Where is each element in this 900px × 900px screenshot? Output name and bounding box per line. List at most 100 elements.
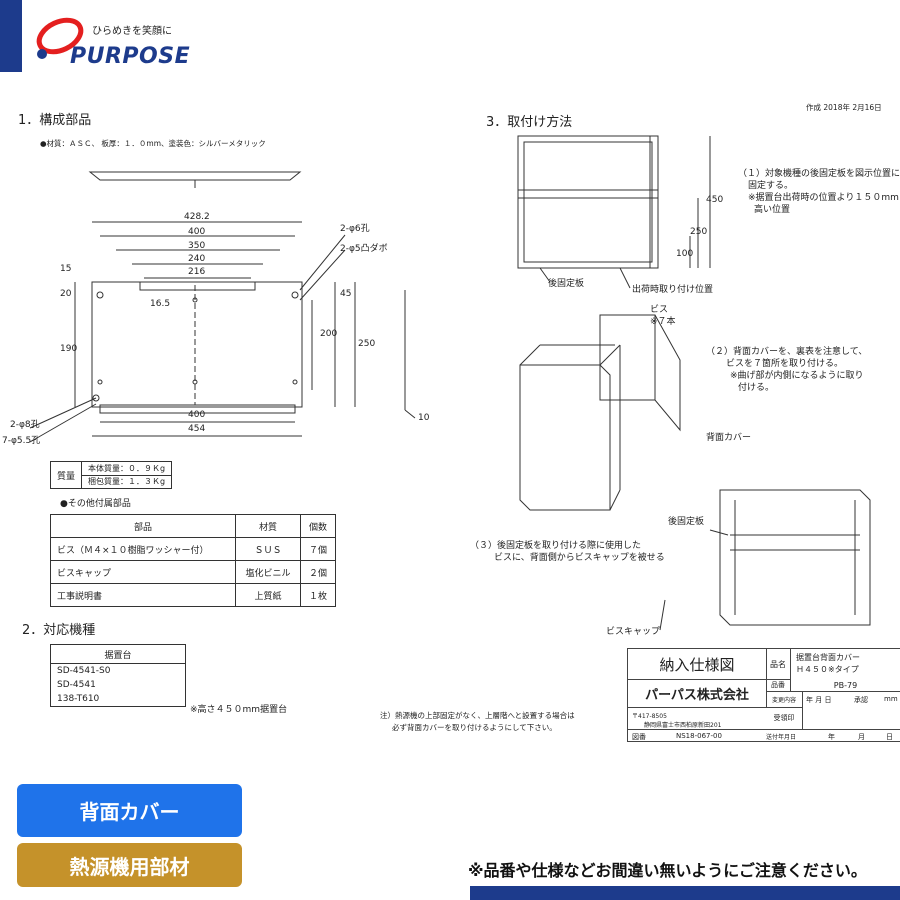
dim-350: 350 — [188, 241, 206, 251]
model-item: SD-4541 — [50, 678, 186, 692]
accessories-heading: ●その他付属部品 — [60, 499, 131, 509]
receipt-label: 受領印 — [766, 707, 803, 730]
section3-title: 3．取付け方法 — [486, 115, 573, 130]
step2c: ※曲げ部が内側になるように取り — [730, 371, 864, 381]
col-material: 材質 — [234, 514, 302, 538]
address-1: 〒417-8505 — [632, 713, 667, 720]
part-drawing — [29, 171, 416, 443]
label-rear-plate: 後固定板 — [548, 279, 585, 289]
month-label: 月 — [858, 733, 865, 741]
col-part: 部品 — [50, 514, 236, 538]
step1: （１）対象機種の後固定板を図示位置に — [738, 169, 900, 179]
brand-bar — [0, 0, 22, 72]
hole-5: 2-φ5凸ダボ — [340, 244, 388, 254]
unit-label: mm — [884, 695, 898, 703]
hole-5-5: 7-φ5.5孔 — [2, 436, 41, 446]
title-block: 納入仕様図 品名 据置台背面カバー Ｈ４５０※タイプ パーパス株式会社 品番 P… — [627, 648, 900, 742]
product-code: PB-79 — [790, 679, 900, 692]
dim-200: 200 — [320, 329, 338, 339]
label-screw-cap: ビスキャップ — [606, 627, 661, 637]
brand-name: PURPOSE — [70, 44, 191, 69]
dim-10: 10 — [418, 413, 430, 423]
dim-400-bottom: 400 — [188, 410, 206, 420]
step3b: ビスに、背面側からビスキャップを被せる — [494, 553, 665, 563]
approver-label: 承認 — [854, 696, 868, 704]
table-row: ビス（Ｍ４×１０樹脂ワッシャー付） ＳＵＳ ７個 — [50, 537, 336, 561]
dim-45: 45 — [340, 289, 352, 299]
accessories-header-row: 部品 材質 個数 — [50, 514, 336, 538]
date-label: 年 月 日 — [806, 696, 832, 704]
table-row: ビスキャップ 塩化ビニル ２個 — [50, 560, 336, 584]
step1c: ※据置台出荷時の位置より１５０mm — [748, 193, 899, 203]
dim-190: 190 — [60, 344, 78, 354]
mass-body: 本体質量：０．９Ｋg — [81, 461, 173, 476]
label-back-cover: 背面カバー — [706, 433, 752, 443]
drawing-date: 作成 2018年 2月16日 — [806, 103, 882, 112]
step1b: 固定する。 — [748, 181, 794, 191]
dim-250-install: 250 — [690, 227, 708, 237]
drawing-number: NS18-067-00 — [676, 732, 722, 740]
table-cell: 塩化ビニル — [234, 560, 302, 584]
table-row: 工事説明書 上質紙 １枚 — [50, 583, 336, 607]
step2d: 付ける。 — [738, 383, 775, 393]
label-rear-plate-2: 後固定板 — [668, 517, 705, 527]
drawing-number-row: 図番 NS18-067-00 送付年月日 年 月 日 — [628, 729, 900, 742]
model-item: 138-T610 — [50, 692, 186, 707]
table-cell: １枚 — [300, 583, 336, 607]
table-cell: 上質紙 — [234, 583, 302, 607]
address-2: 静岡県富士市西柏原新田201 — [644, 722, 722, 729]
brand-tagline: ひらめきを笑顔に — [92, 26, 172, 37]
models-header: 据置台 — [50, 644, 186, 664]
models-note: ※高さ４５０mm据置台 — [190, 705, 288, 715]
dim-240: 240 — [188, 254, 206, 264]
step3: （３）後固定板を取り付ける際に使用した — [470, 541, 642, 551]
company-name: パーパス株式会社 — [628, 679, 767, 708]
dim-428: 428.2 — [184, 212, 210, 222]
table-cell: ＳＵＳ — [234, 537, 302, 561]
label-factory-position: 出荷時取り付け位置 — [632, 285, 714, 295]
mass-pack: 梱包質量：１．３Ｋg — [81, 474, 173, 489]
send-date-label: 送付年月日 — [766, 734, 797, 741]
material-spec: ●材質：ＡＳＣ、 板厚：１．０mm、塗装色：シルバーメタリック — [40, 139, 266, 148]
models-table: 据置台 SD-4541-S0 SD-4541 138-T610 — [50, 644, 186, 707]
purpose-logo-icon — [36, 17, 84, 59]
install-note-2: 必ず背面カバーを取り付けるようにして下さい。 — [392, 723, 557, 732]
category-badge: 熱源機用部材 — [17, 843, 242, 887]
section2-title: 2．対応機種 — [22, 623, 96, 638]
product-name-2: Ｈ４５０※タイプ — [796, 665, 859, 674]
drawing-title: 納入仕様図 — [628, 649, 767, 680]
hole-6: 2-φ6孔 — [340, 224, 370, 234]
step2b: ビスを７箇所を取り付ける。 — [726, 359, 844, 369]
label-screw-qty: ※７本 — [650, 317, 676, 327]
name-label: 品名 — [766, 649, 791, 680]
mass-table: 質量 本体質量：０．９Ｋg 梱包質量：１．３Ｋg — [49, 461, 173, 489]
back-cover-badge: 背面カバー — [17, 784, 242, 837]
dim-20: 20 — [60, 289, 72, 299]
code-label: 品番 — [766, 679, 791, 692]
dim-16-5: 16.5 — [150, 299, 171, 309]
mass-label: 質量 — [49, 461, 83, 489]
table-cell: 工事説明書 — [50, 583, 236, 607]
table-cell: ７個 — [300, 537, 336, 561]
dim-400: 400 — [188, 227, 206, 237]
table-cell: ビス（Ｍ４×１０樹脂ワッシャー付） — [50, 537, 236, 561]
dim-15: 15 — [60, 264, 72, 274]
step2: （２）背面カバーを、裏表を注意して、 — [706, 347, 868, 357]
dim-450: 450 — [706, 195, 724, 205]
day-label: 日 — [886, 733, 893, 741]
dim-250: 250 — [358, 339, 376, 349]
footer-bar — [470, 886, 900, 900]
year-label: 年 — [828, 733, 835, 741]
dim-100: 100 — [676, 249, 694, 259]
table-cell: ビスキャップ — [50, 560, 236, 584]
model-item: SD-4541-S0 — [50, 663, 186, 678]
caution-notice: ※品番や仕様などお間違い無いようにご注意ください。 — [468, 861, 867, 880]
table-cell: ２個 — [300, 560, 336, 584]
section1-title: 1．構成部品 — [18, 113, 92, 128]
accessories-table: 部品 材質 個数 ビス（Ｍ４×１０樹脂ワッシャー付） ＳＵＳ ７個 ビスキャップ… — [50, 514, 336, 607]
install-note: 注）熱源機の上部固定がなく、上層階へと設置する場合は — [380, 711, 575, 720]
step1d: 高い位置 — [754, 205, 791, 215]
dim-216: 216 — [188, 267, 206, 277]
install-drawing — [517, 135, 871, 631]
dim-454: 454 — [188, 424, 206, 434]
